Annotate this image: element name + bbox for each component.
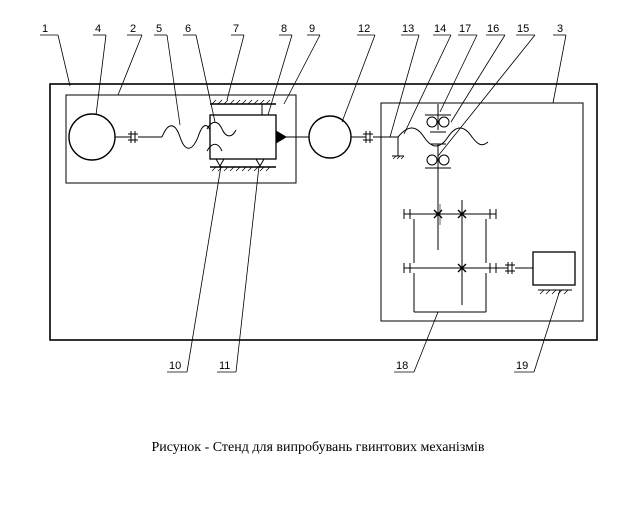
screw-5 (161, 125, 211, 149)
connector-9 (275, 130, 287, 144)
label-15: 15 (517, 23, 529, 35)
nut-carriage-6 (209, 114, 277, 160)
unit-12 (308, 115, 352, 159)
label-17: 17 (459, 23, 471, 35)
rollers-top (425, 104, 451, 133)
support-13 (392, 137, 404, 157)
label-3: 3 (557, 23, 563, 35)
label-13: 13 (402, 23, 414, 35)
label-5: 5 (156, 23, 162, 35)
motor-19 (532, 251, 576, 286)
label-19: 19 (516, 360, 528, 372)
coupling-gearbox (505, 262, 515, 274)
base-frame (49, 83, 598, 341)
carriage-supports (210, 158, 276, 168)
label-14: 14 (434, 23, 446, 35)
label-6: 6 (185, 23, 191, 35)
label-8: 8 (281, 23, 287, 35)
label-9: 9 (309, 23, 315, 35)
assembly-3-box (380, 102, 584, 322)
label-16: 16 (487, 23, 499, 35)
label-2: 2 (130, 23, 136, 35)
label-4: 4 (95, 23, 101, 35)
label-10: 10 (169, 360, 181, 372)
gearbox-18 (403, 175, 497, 313)
label-12: 12 (358, 23, 370, 35)
coupling-left (128, 131, 138, 143)
rollers-bottom (425, 143, 451, 175)
assembly-2-box (65, 94, 297, 184)
coupling-right (363, 131, 373, 143)
figure-caption: Рисунок - Стенд для випробувань гвинтови… (151, 440, 485, 455)
label-7: 7 (233, 23, 239, 35)
label-18: 18 (396, 360, 408, 372)
screw-14 (397, 127, 489, 147)
label-11: 11 (219, 360, 230, 372)
label-1: 1 (42, 23, 48, 35)
motor-4 (68, 113, 116, 161)
leader-lines (40, 34, 567, 373)
